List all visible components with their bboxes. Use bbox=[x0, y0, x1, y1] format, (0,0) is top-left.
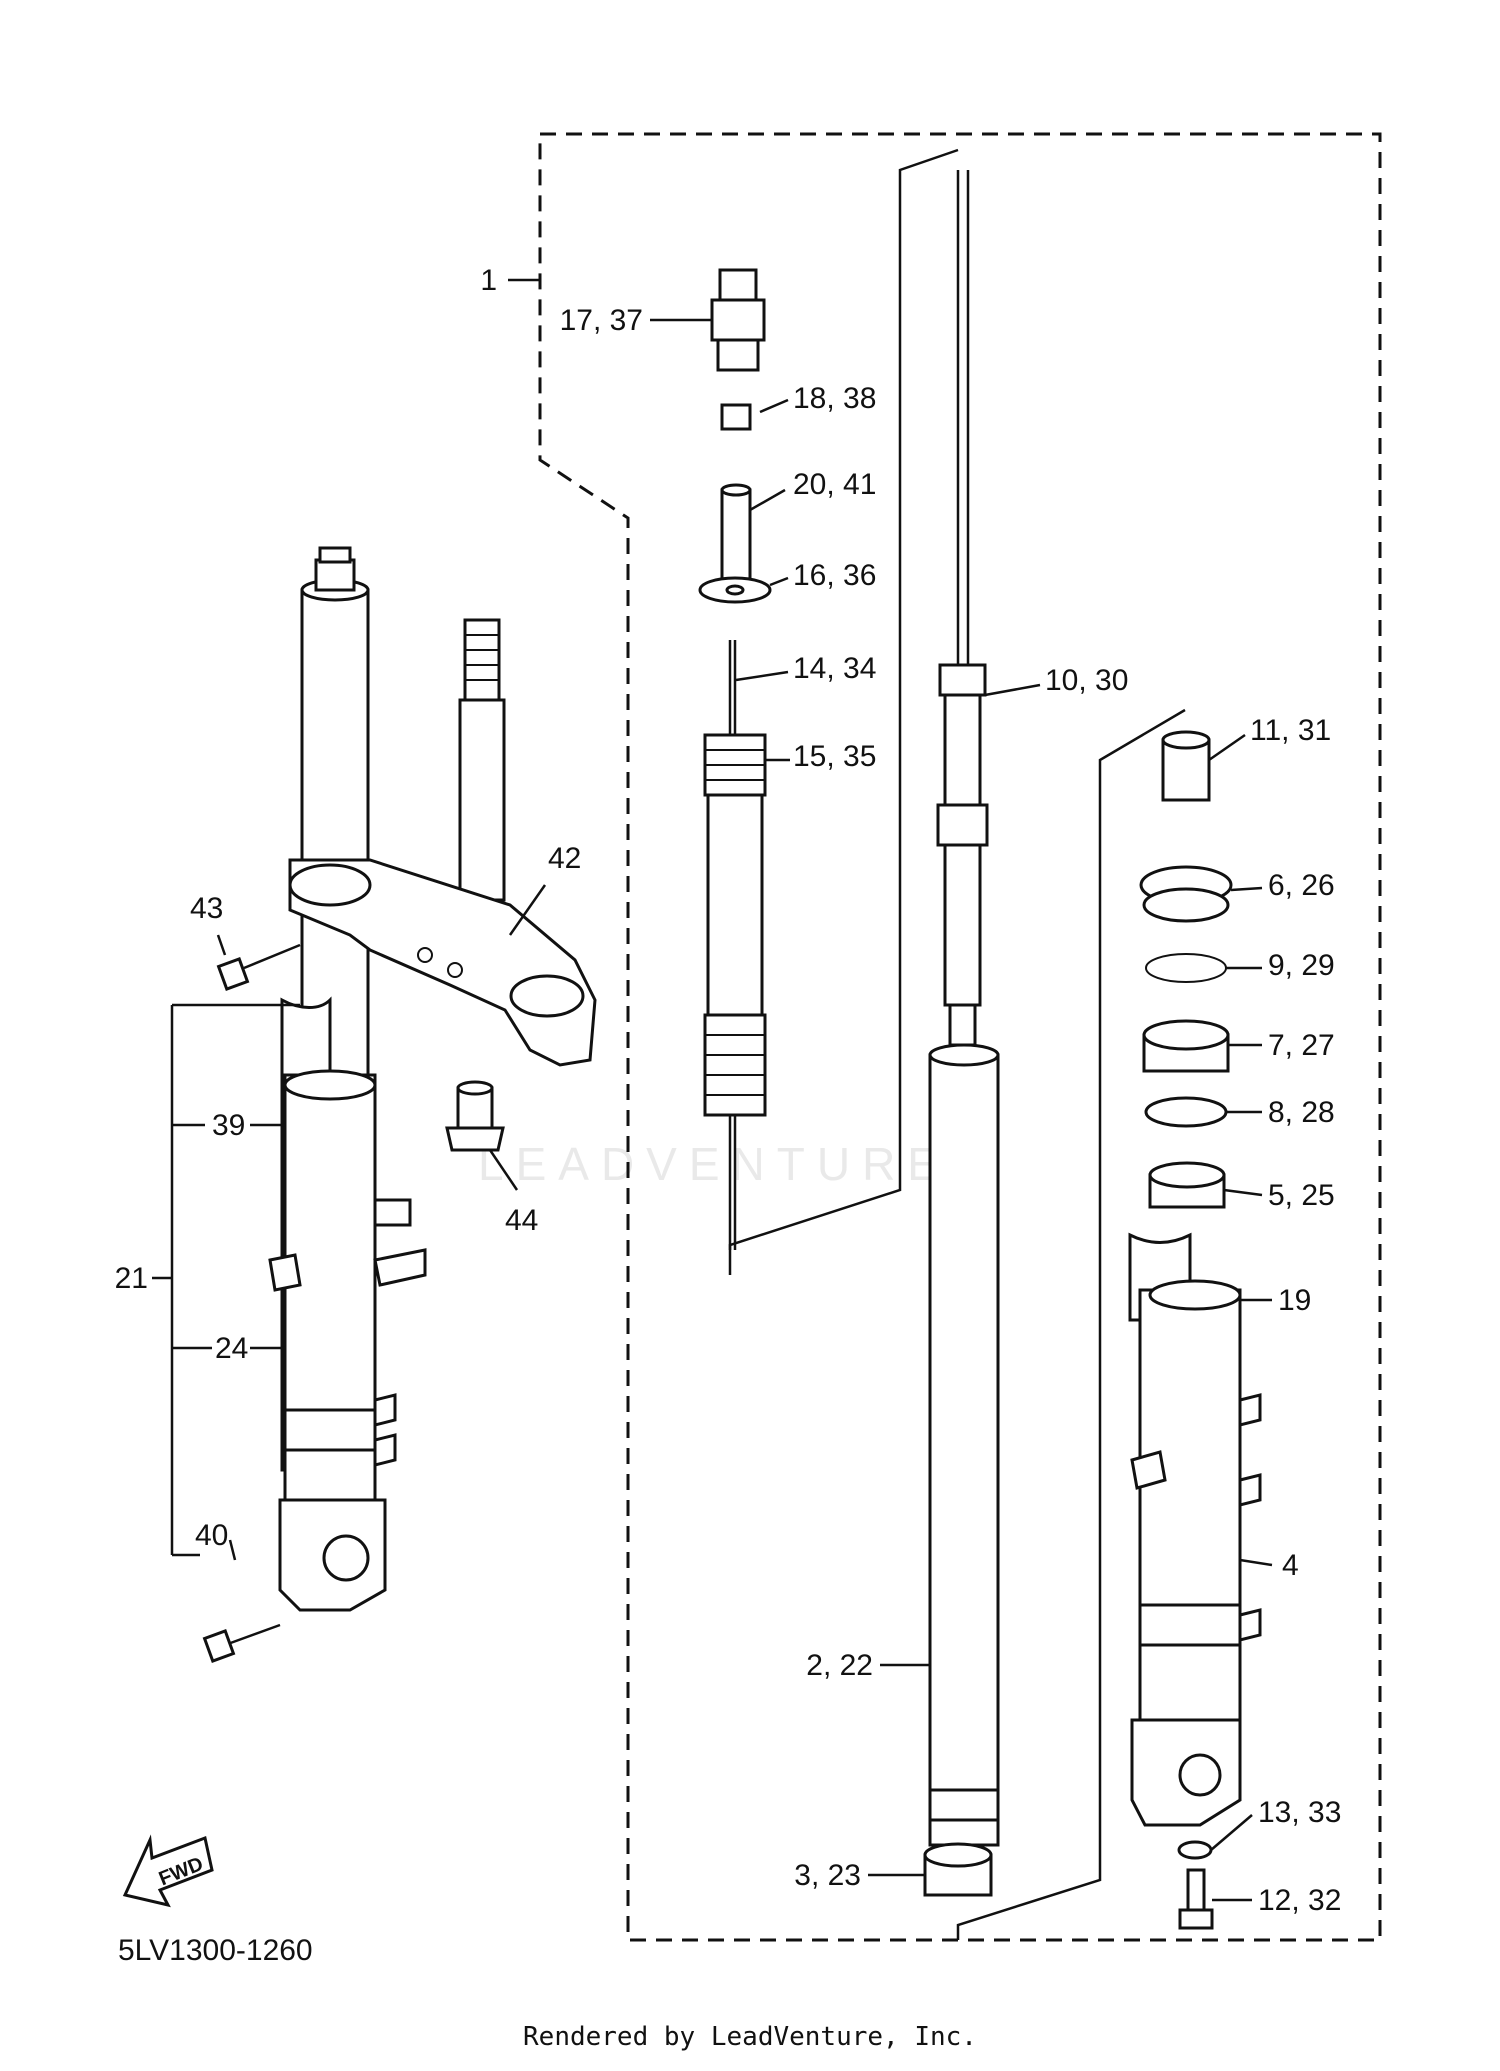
callout-13-33: 13, 33 bbox=[1258, 1796, 1341, 1829]
callout-11-31: 11, 31 bbox=[1250, 714, 1331, 747]
callout-8-28: 8, 28 bbox=[1268, 1096, 1335, 1129]
callout-16-36: 16, 36 bbox=[793, 559, 876, 592]
watermark: LEADVENTURE bbox=[478, 1138, 950, 1190]
callout-24: 24 bbox=[215, 1332, 248, 1365]
callout-43: 43 bbox=[190, 892, 223, 925]
callout-44: 44 bbox=[505, 1204, 538, 1237]
callout-20-41: 20, 41 bbox=[793, 468, 876, 501]
outer-tube-parts bbox=[1128, 730, 1262, 1930]
callout-39: 39 bbox=[212, 1109, 245, 1142]
leader-lines bbox=[216, 318, 1273, 1902]
damper-rod-stack bbox=[698, 148, 1186, 1940]
callout-2-22: 2, 22 bbox=[806, 1649, 873, 1682]
assembly-1-boundary bbox=[538, 132, 1382, 1942]
fwd-arrow-icon: FWD bbox=[122, 1834, 214, 1908]
callout-3-23: 3, 23 bbox=[794, 1859, 861, 1892]
callout-10-30: 10, 30 bbox=[1045, 664, 1128, 697]
callout-7-27: 7, 27 bbox=[1268, 1029, 1335, 1062]
callout-21: 21 bbox=[115, 1262, 148, 1295]
callout-12-32: 12, 32 bbox=[1258, 1884, 1341, 1917]
callout-19: 19 bbox=[1278, 1284, 1311, 1317]
callout-18-38: 18, 38 bbox=[793, 382, 876, 415]
callout-5-25: 5, 25 bbox=[1268, 1179, 1335, 1212]
callout-4: 4 bbox=[1282, 1549, 1299, 1582]
callout-40: 40 bbox=[195, 1519, 228, 1552]
footer-credit: Rendered by LeadVenture, Inc. bbox=[523, 2022, 977, 2052]
callout-9-29: 9, 29 bbox=[1268, 949, 1335, 982]
callout-1: 1 bbox=[480, 264, 497, 297]
callout-15-35: 15, 35 bbox=[793, 740, 876, 773]
diagram-code: 5LV1300-1260 bbox=[118, 1934, 313, 1967]
callout-42: 42 bbox=[548, 842, 581, 875]
callout-labels: 1 17, 37 18, 38 20, 41 16, 36 14, 34 15,… bbox=[115, 264, 1342, 1917]
callout-17-37: 17, 37 bbox=[560, 304, 643, 337]
left-fork-assembly bbox=[202, 546, 597, 1663]
callout-6-26: 6, 26 bbox=[1268, 869, 1335, 902]
callout-14-34: 14, 34 bbox=[793, 652, 876, 685]
